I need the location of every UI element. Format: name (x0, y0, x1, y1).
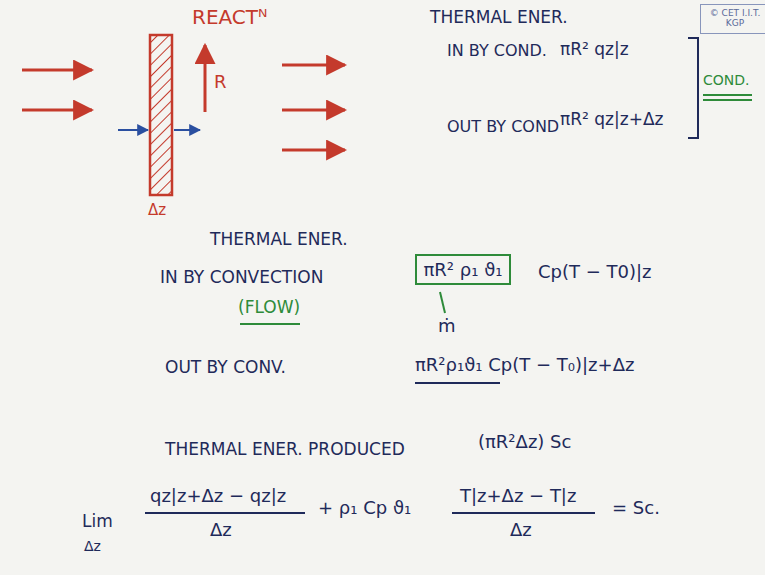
term-name: IN BY COND. (447, 42, 547, 60)
heading: THERMAL ENER. (210, 230, 348, 250)
limit: Δz (84, 538, 101, 554)
formula: πR² qz|z (560, 40, 629, 60)
formula: (πR²Δz) Sc (478, 432, 571, 453)
cond-bracket (688, 38, 698, 138)
heading: THERMAL ENER. (430, 8, 568, 28)
conduction-arrows (118, 129, 200, 131)
green-underlines (240, 95, 752, 324)
term-name: OUT BY CONV. (165, 358, 286, 378)
outflow-arrows (282, 65, 345, 150)
term-name: OUT BY COND (447, 118, 559, 136)
flow-underline (415, 382, 500, 384)
box-text: πR² ρ₁ ϑ₁ (423, 259, 503, 280)
note: (FLOW) (238, 298, 300, 318)
numerator: T|z+Δz − T|z (460, 486, 576, 507)
heading: THERMAL ENER. PRODUCED (165, 440, 405, 460)
formula: Cp(T − T0)|z (538, 262, 652, 283)
formula: = Sc. (612, 498, 660, 519)
watermark-box: © CET I.I.T. KGP (700, 4, 765, 34)
box-text: © CET I.I.T. KGP (707, 8, 763, 28)
mdot-leader (440, 292, 445, 313)
reaction-label: REACTᴺ (192, 6, 267, 29)
denominator: Δz (210, 520, 232, 541)
radius-arrow (204, 45, 207, 112)
symbol: ṁ (438, 316, 456, 337)
numerator: qz|z+Δz − qz|z (150, 486, 286, 507)
formula: πR² qz|z+Δz (560, 110, 663, 130)
group-label: COND. (703, 72, 750, 88)
mass-flow-box: πR² ρ₁ ϑ₁ (415, 254, 511, 285)
limit: Lim (82, 512, 113, 532)
thickness-label: Δz (148, 202, 166, 219)
formula: + ρ₁ Cp ϑ₁ (318, 498, 411, 519)
denominator: Δz (510, 520, 532, 541)
formula: πR²ρ₁ϑ₁ Cp(T − T₀)|z+Δz (415, 355, 634, 376)
inflow-arrows (22, 70, 92, 110)
radius-label: R (214, 72, 227, 93)
term-name: IN BY CONVECTION (160, 268, 323, 288)
reactor-slab (150, 35, 172, 195)
